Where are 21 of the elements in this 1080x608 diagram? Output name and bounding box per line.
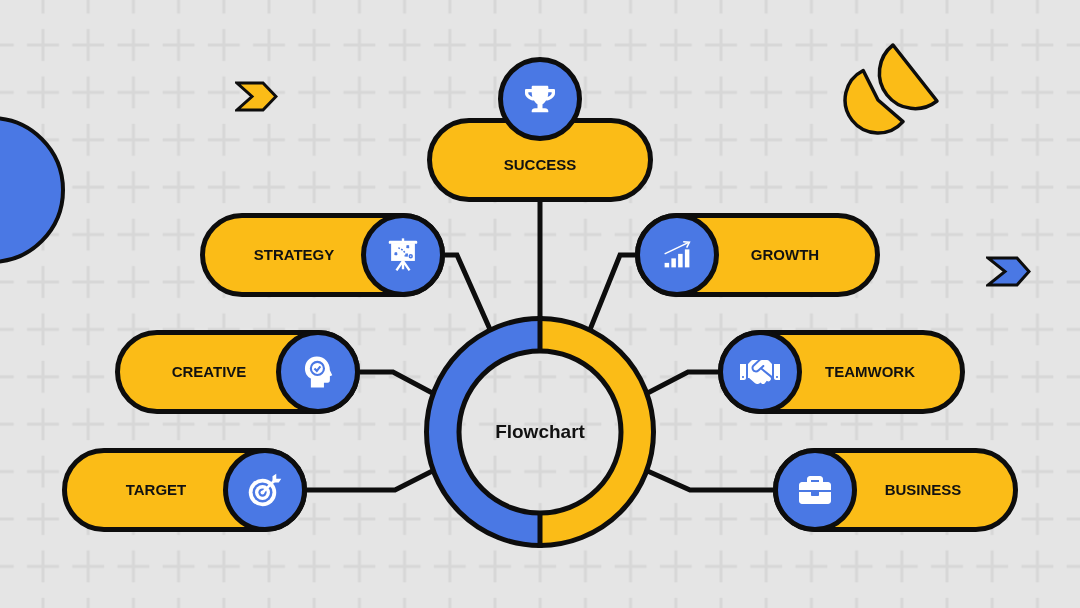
pill-label: TARGET bbox=[125, 481, 187, 499]
pill-label: STRATEGY bbox=[253, 246, 335, 264]
category-pill bbox=[200, 213, 445, 297]
connector-line bbox=[445, 252, 492, 330]
pill-label: SUCCESS bbox=[503, 156, 577, 174]
category-pill bbox=[635, 213, 880, 297]
connector-line bbox=[647, 469, 773, 493]
pill-label: CREATIVE bbox=[171, 363, 247, 381]
category-pill bbox=[115, 330, 360, 414]
center-label: Flowchart bbox=[495, 421, 585, 443]
category-pill bbox=[62, 448, 307, 532]
pill-label: TEAMWORK bbox=[825, 363, 915, 381]
connector-line bbox=[588, 252, 635, 330]
connector-line bbox=[307, 469, 434, 493]
pill-label: BUSINESS bbox=[884, 481, 962, 499]
connector-line bbox=[360, 369, 434, 395]
connector-line bbox=[537, 202, 543, 317]
pill-label: GROWTH bbox=[750, 246, 820, 264]
connector-line bbox=[646, 369, 718, 395]
donut-ring bbox=[424, 316, 656, 548]
category-pill bbox=[718, 330, 965, 414]
